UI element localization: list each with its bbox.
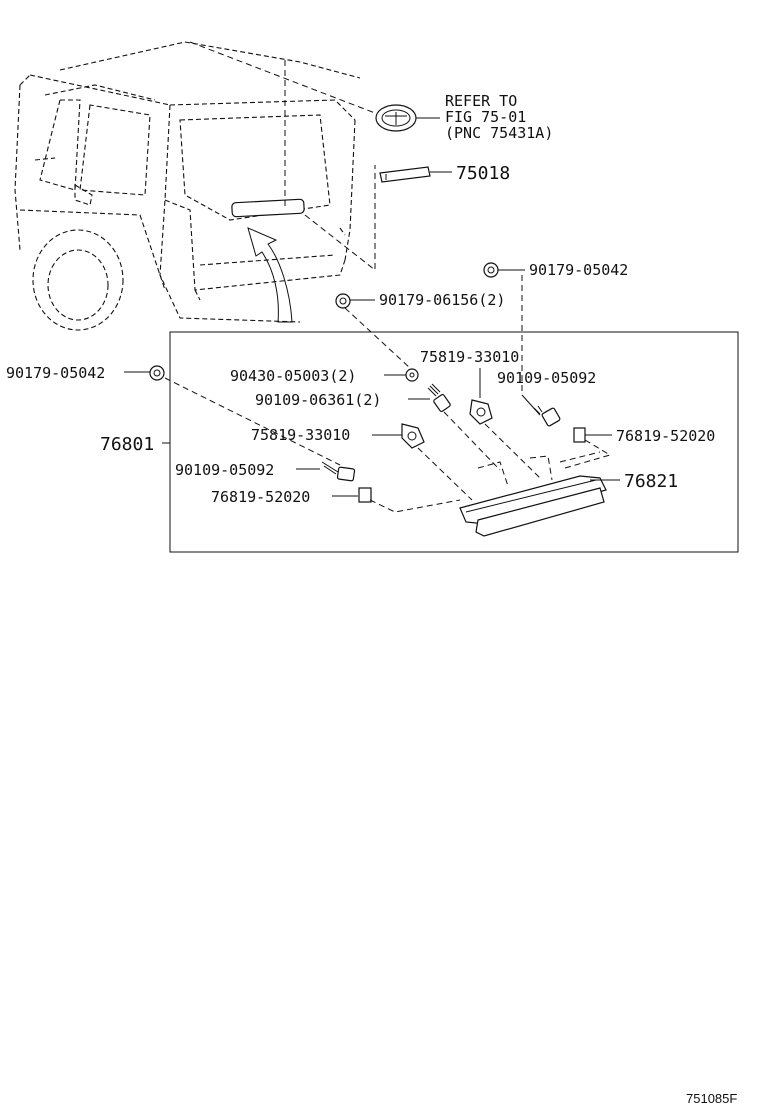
label-90109-05092-left: 90109-05092 bbox=[175, 461, 274, 479]
label-75819-33010-mid: 75819-33010 bbox=[251, 426, 350, 444]
clip-part-top bbox=[483, 262, 499, 278]
label-90179-05042-top: 90179-05042 bbox=[529, 261, 628, 279]
label-76819-52020-left: 76819-52020 bbox=[211, 488, 310, 506]
refer-line3: (PNC 75431A) bbox=[445, 124, 553, 142]
label-90109-06361: 90109-06361(2) bbox=[255, 391, 381, 409]
label-90430-05003: 90430-05003(2) bbox=[230, 367, 356, 385]
label-75819-33010-top: 75819-33010 bbox=[420, 348, 519, 366]
clip-part-52020-right bbox=[573, 427, 586, 443]
stop-lamp-part bbox=[459, 451, 607, 537]
screw-part-06361 bbox=[427, 383, 451, 412]
emblem-part bbox=[375, 104, 417, 132]
label-90179-05042-left: 90179-05042 bbox=[6, 364, 105, 382]
refer-line1: REFER TO bbox=[445, 92, 517, 110]
refer-line2: FIG 75-01 bbox=[445, 108, 526, 126]
nut-part-top bbox=[469, 399, 493, 425]
nut-part-mid bbox=[401, 423, 425, 449]
screw-part-right bbox=[521, 394, 561, 427]
vehicle-illustration bbox=[14, 41, 361, 331]
label-76821: 76821 bbox=[624, 471, 678, 492]
figure-code: 751085F bbox=[686, 1091, 737, 1106]
label-90109-05092-right: 90109-05092 bbox=[497, 369, 596, 387]
label-90179-06156: 90179-06156(2) bbox=[379, 291, 505, 309]
garnish-part-75018 bbox=[379, 166, 431, 183]
screw-part-left bbox=[321, 461, 356, 482]
clip-part-52020-left bbox=[358, 487, 372, 503]
clip-part-left bbox=[149, 365, 165, 381]
label-76801: 76801 bbox=[100, 434, 154, 455]
label-76819-52020-right: 76819-52020 bbox=[616, 427, 715, 445]
washer-part bbox=[405, 368, 419, 382]
clip-part-06156 bbox=[335, 293, 351, 309]
label-75018: 75018 bbox=[456, 163, 510, 184]
assembly-frame bbox=[169, 331, 739, 553]
